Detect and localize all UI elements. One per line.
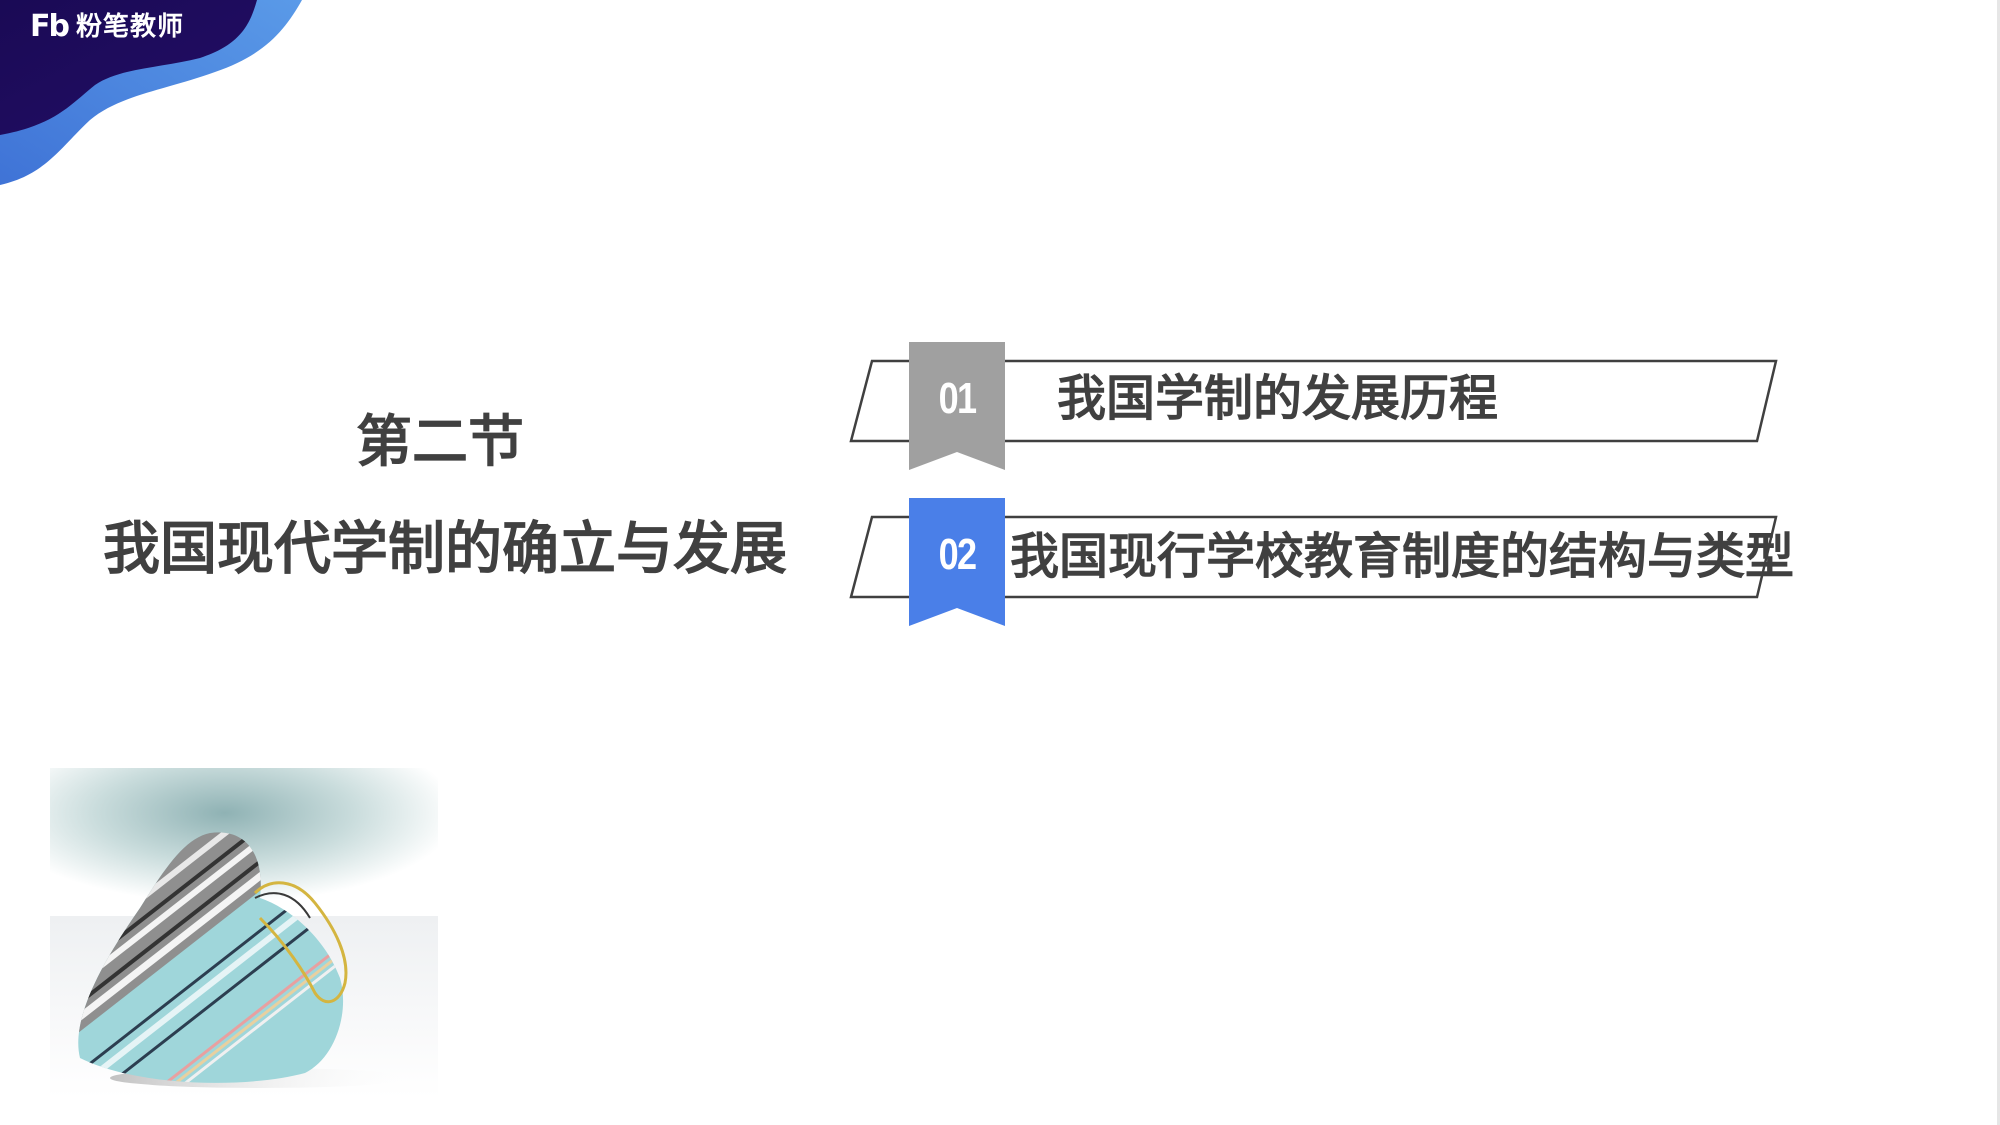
toc-label-1: 我国学制的发展历程 — [1057, 370, 1499, 427]
section-title: 我国现代学制的确立与发展 — [103, 516, 787, 582]
brand-wave-decoration — [0, 0, 302, 185]
slide-right-border — [1997, 0, 2000, 1125]
bookmark-ribbon-icon — [909, 498, 1005, 626]
fb-logo-icon: Fb — [30, 9, 70, 44]
toc-number-2: 02 — [938, 530, 978, 579]
toc-frame-1 — [849, 359, 1778, 443]
striped-fabric-heart-image — [50, 768, 438, 1098]
toc-number-1: 01 — [938, 374, 978, 423]
toc-label-2: 我国现行学校教育制度的结构与类型 — [1010, 528, 1795, 585]
toc-frame-2 — [849, 515, 1778, 599]
bookmark-ribbon-icon — [909, 342, 1005, 470]
brand-name: 粉笔教师 — [75, 12, 184, 42]
brand-logo: Fb 粉笔教师 — [30, 10, 184, 44]
section-number: 第二节 — [356, 410, 524, 475]
